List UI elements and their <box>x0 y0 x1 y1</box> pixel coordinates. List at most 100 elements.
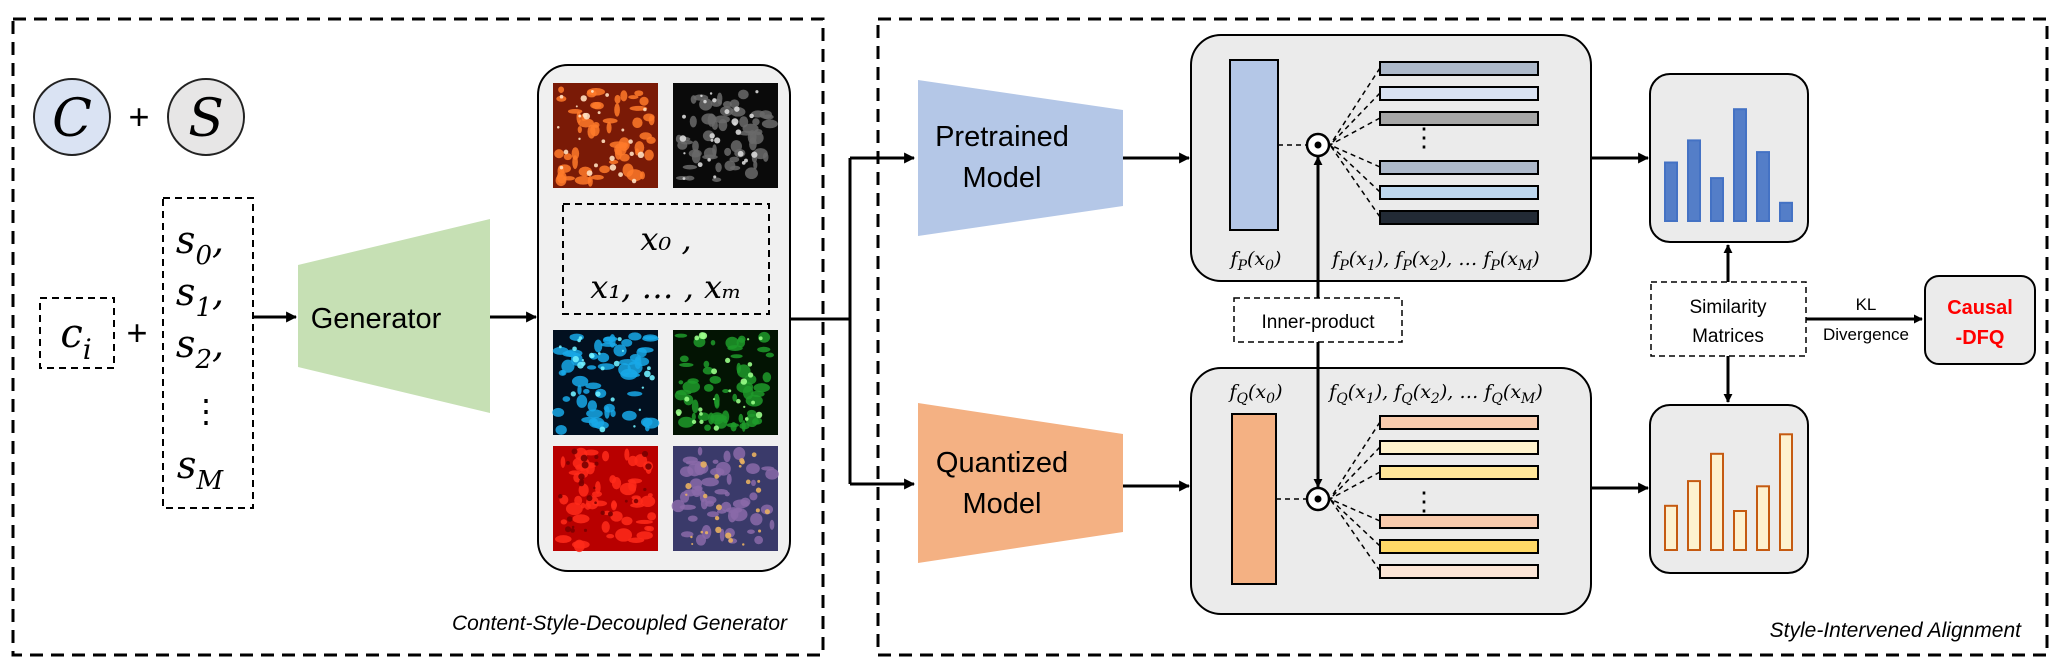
style-code-2: s2, <box>176 322 224 375</box>
style-code-box <box>162 197 254 509</box>
fp-x0-feature-bar <box>1229 59 1279 231</box>
orange-texture-tile <box>553 83 658 188</box>
fp-rays-ray-3 <box>1329 144 1381 168</box>
alignment-caption: Style-Intervened Alignment <box>1770 619 2023 642</box>
hist-q-bar-4 <box>1756 485 1770 551</box>
causal-dfq-output-box <box>1924 275 2036 365</box>
content-symbol: C <box>52 89 92 149</box>
fp-bars-bar-0 <box>1379 61 1539 76</box>
style-vdots: ⋮ <box>190 393 222 429</box>
fq-x0-label: fQ(x0) <box>1227 381 1282 407</box>
fq-bars-bar-0 <box>1379 415 1539 430</box>
similarity-label-2: Matrices <box>1692 326 1764 347</box>
fq-rest-label: fQ(x1), fQ(x2), … fQ(xM) <box>1327 381 1543 407</box>
hist-q-bar-5 <box>1779 433 1793 551</box>
quantized-label-2: Model <box>963 488 1042 520</box>
fp-rest-label: fP(x1), fP(x2), … fP(xM) <box>1330 248 1539 274</box>
fp-dashed-rays <box>1329 67 1381 218</box>
content-code-box <box>39 297 115 369</box>
hist-p-bar-1 <box>1687 139 1701 222</box>
fq-bars-bar-5 <box>1379 564 1539 579</box>
fp-x0-label: fP(x0) <box>1229 248 1282 274</box>
quantized-model-trapezoid <box>918 403 1123 563</box>
fq-rays-ray-5 <box>1329 498 1381 572</box>
quantized-label-1: Quantized <box>936 447 1068 479</box>
inner-product-label: Inner-product <box>1261 312 1375 333</box>
fq-bars-bar-2 <box>1379 465 1539 480</box>
content-circle <box>33 78 111 156</box>
kl-label-2: Divergence <box>1823 325 1909 344</box>
fq-dot-center <box>1314 495 1322 503</box>
style-code-1: s1, <box>176 270 224 323</box>
fq-rays-ray-0 <box>1329 421 1381 500</box>
sample-notation-box <box>562 203 770 315</box>
hist-q-bar-1 <box>1687 480 1701 552</box>
hist-p-bar-4 <box>1756 151 1770 223</box>
fq-x0-feature-bar <box>1231 413 1277 585</box>
hist-p-bar-3 <box>1733 108 1747 222</box>
generator-label: Generator <box>311 303 442 335</box>
generator-caption: Content-Style-Decoupled Generator <box>452 612 788 635</box>
green-texture-tile <box>673 330 778 435</box>
fp-feature-bars <box>1379 61 1539 225</box>
plus-sign-2: + <box>126 312 147 353</box>
fp-rays-ray-5 <box>1329 144 1381 218</box>
fq-dashed-rays <box>1329 421 1381 572</box>
fq-bars-bar-4 <box>1379 539 1539 554</box>
similarity-matrices-box <box>1650 281 1807 357</box>
inner-product-box <box>1233 297 1403 343</box>
fq-rays-ray-1 <box>1329 446 1381 500</box>
pretrained-hist-bars <box>1664 108 1793 223</box>
hist-q-bar-2 <box>1710 452 1724 551</box>
fp-rays-ray-2 <box>1329 117 1381 146</box>
fp-bars-bar-4 <box>1379 185 1539 200</box>
fp-bars-bar-3 <box>1379 160 1539 175</box>
fp-bars-bar-2 <box>1379 111 1539 126</box>
output-label-1: Causal <box>1947 297 2013 319</box>
samples-line-1: x₀ , <box>640 220 691 258</box>
hist-p-bar-2 <box>1710 177 1724 223</box>
hist-p-bar-0 <box>1664 161 1678 222</box>
fp-vdots: ⋮ <box>1411 122 1437 152</box>
pretrained-label-1: Pretrained <box>935 121 1069 153</box>
hist-p-bar-5 <box>1779 201 1793 223</box>
fp-rays-ray-4 <box>1329 144 1381 193</box>
similarity-label-1: Similarity <box>1689 297 1767 318</box>
hist-q-bar-0 <box>1664 504 1678 551</box>
hist-q-bar-3 <box>1733 510 1747 551</box>
cyan-texture-tile <box>552 330 660 435</box>
style-code-list: s0,s1,s2, sM <box>176 218 225 496</box>
style-circle <box>167 78 245 156</box>
fq-bars-bar-1 <box>1379 440 1539 455</box>
dark-texture-tile <box>673 83 778 188</box>
style-code-3: sM <box>177 443 225 496</box>
generated-image-tiles <box>552 83 779 553</box>
fq-feature-bars <box>1379 415 1539 579</box>
generator-trapezoid <box>298 219 490 413</box>
fp-bars-bar-1 <box>1379 86 1539 101</box>
fp-rays-ray-1 <box>1329 92 1381 146</box>
quantized-hist-bars <box>1664 433 1793 552</box>
fp-bars-bar-5 <box>1379 210 1539 225</box>
pretrained-model-trapezoid <box>918 80 1123 236</box>
fq-vdots: ⋮ <box>1411 486 1437 516</box>
pretrained-label-2: Model <box>963 162 1042 194</box>
content-code: ci <box>60 311 91 366</box>
fq-rays-ray-3 <box>1329 498 1381 522</box>
style-code-0: s0, <box>176 218 224 271</box>
red-texture-tile <box>553 446 658 553</box>
output-label-2: -DFQ <box>1956 327 2005 349</box>
fq-bars-bar-3 <box>1379 514 1539 529</box>
kl-label-1: KL <box>1856 295 1877 314</box>
plus-sign: + <box>128 96 149 137</box>
generator-panel-frame <box>11 17 825 657</box>
purple-texture-tile <box>671 446 779 551</box>
fp-dot-center <box>1314 141 1322 149</box>
fp-rays-ray-0 <box>1329 67 1381 146</box>
fq-rays-ray-2 <box>1329 471 1381 500</box>
style-symbol: S <box>188 89 224 149</box>
fq-rays-ray-4 <box>1329 498 1381 547</box>
samples-line-2: x₁, … , xₘ <box>590 268 741 306</box>
